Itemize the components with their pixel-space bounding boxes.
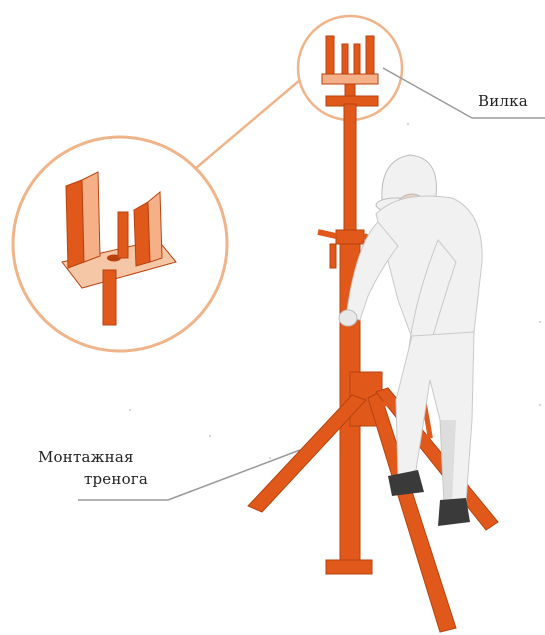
fork-label: Вилка [478,92,528,110]
prop-inner-tube [344,104,356,244]
prop-base-plate [326,560,372,574]
prop-fork-head [322,36,378,98]
fork-detail-callout [13,80,300,351]
tripod-label-line1: Монтажная [38,448,134,466]
tripod-label-line2: тренога [84,470,148,488]
